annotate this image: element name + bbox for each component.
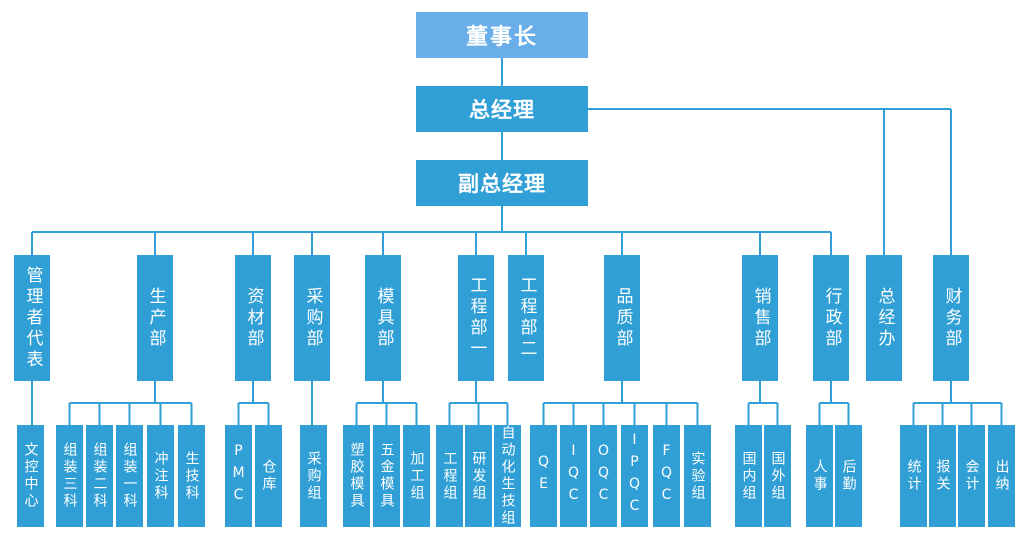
department-box: 采购部 bbox=[294, 255, 330, 381]
team-label: 出纳 bbox=[993, 459, 1010, 493]
team-box: 文控中心 bbox=[17, 425, 44, 527]
team-label: 文控中心 bbox=[22, 442, 39, 510]
deputy-general-manager-box: 副总经理 bbox=[416, 160, 588, 206]
team-box: 统计 bbox=[900, 425, 927, 527]
team-box: 人事 bbox=[806, 425, 833, 527]
team-box: 冲注科 bbox=[147, 425, 174, 527]
team-label: OQC bbox=[595, 443, 612, 509]
team-label: 人事 bbox=[811, 459, 828, 493]
team-label: 组装二科 bbox=[91, 442, 108, 510]
team-label: 后勤 bbox=[840, 459, 857, 493]
department-box: 管理者代表 bbox=[14, 255, 50, 381]
department-box: 财务部 bbox=[933, 255, 969, 381]
team-label: 统计 bbox=[905, 459, 922, 493]
chairman-label: 董事长 bbox=[465, 25, 538, 50]
department-box: 工程部一 bbox=[458, 255, 494, 381]
team-label: 工程组 bbox=[441, 450, 458, 502]
team-box: 自动化生技组 bbox=[494, 425, 521, 527]
team-box: 仓库 bbox=[255, 425, 282, 527]
team-label: 研发组 bbox=[470, 450, 487, 502]
team-box: 组装一科 bbox=[116, 425, 143, 527]
deputy-general-manager-label: 副总经理 bbox=[458, 172, 546, 196]
team-label: 塑胶模具 bbox=[348, 442, 365, 510]
general-manager-box: 总经理 bbox=[416, 86, 588, 132]
team-box: 塑胶模具 bbox=[343, 425, 370, 527]
team-label: PMC bbox=[230, 443, 247, 509]
team-box: 采购组 bbox=[300, 425, 327, 527]
team-box: 后勤 bbox=[835, 425, 862, 527]
team-label: 组装三科 bbox=[61, 442, 78, 510]
team-label: 国内组 bbox=[740, 450, 757, 502]
team-box: 组装二科 bbox=[86, 425, 113, 527]
team-label: FQC bbox=[658, 443, 675, 509]
team-label: 会计 bbox=[963, 459, 980, 493]
team-box: 会计 bbox=[958, 425, 985, 527]
team-label: 实验组 bbox=[689, 450, 706, 502]
team-label: 仓库 bbox=[260, 459, 277, 493]
team-box: FQC bbox=[653, 425, 680, 527]
team-box: 五金模具 bbox=[373, 425, 400, 527]
department-label: 财务部 bbox=[941, 286, 962, 350]
team-box: 报关 bbox=[929, 425, 956, 527]
department-box: 品质部 bbox=[604, 255, 640, 381]
team-label: IPQC bbox=[626, 432, 643, 520]
team-label: 加工组 bbox=[408, 450, 425, 502]
team-box: PMC bbox=[225, 425, 252, 527]
team-box: 出纳 bbox=[988, 425, 1015, 527]
department-label: 工程部一 bbox=[466, 276, 487, 360]
department-box: 销售部 bbox=[742, 255, 778, 381]
team-label: 国外组 bbox=[769, 450, 786, 502]
team-box: 国外组 bbox=[764, 425, 791, 527]
team-box: IPQC bbox=[621, 425, 648, 527]
department-label: 生产部 bbox=[145, 286, 166, 350]
team-label: 组装一科 bbox=[121, 442, 138, 510]
general-manager-label: 总经理 bbox=[469, 98, 535, 122]
team-box: IQC bbox=[560, 425, 587, 527]
team-label: 报关 bbox=[934, 459, 951, 493]
team-label: 自动化生技组 bbox=[499, 425, 516, 527]
team-box: 生技科 bbox=[178, 425, 205, 527]
department-label: 销售部 bbox=[750, 286, 771, 350]
team-label: 冲注科 bbox=[152, 450, 169, 502]
team-box: 加工组 bbox=[403, 425, 430, 527]
team-box: 组装三科 bbox=[56, 425, 83, 527]
team-label: 生技科 bbox=[183, 450, 200, 502]
team-label: QE bbox=[535, 454, 552, 498]
team-label: 采购组 bbox=[305, 450, 322, 502]
department-label: 管理者代表 bbox=[22, 265, 43, 371]
department-label: 总经办 bbox=[874, 286, 895, 350]
team-label: IQC bbox=[565, 443, 582, 509]
department-box: 行政部 bbox=[813, 255, 849, 381]
department-label: 行政部 bbox=[821, 286, 842, 350]
chairman-box: 董事长 bbox=[416, 12, 588, 58]
team-label: 五金模具 bbox=[378, 442, 395, 510]
department-label: 品质部 bbox=[612, 286, 633, 350]
department-label: 模具部 bbox=[373, 286, 394, 350]
department-label: 工程部二 bbox=[516, 276, 537, 360]
team-box: 实验组 bbox=[684, 425, 711, 527]
team-box: 国内组 bbox=[735, 425, 762, 527]
department-box: 资材部 bbox=[235, 255, 271, 381]
team-box: 工程组 bbox=[436, 425, 463, 527]
department-box: 生产部 bbox=[137, 255, 173, 381]
department-label: 采购部 bbox=[302, 286, 323, 350]
team-box: OQC bbox=[590, 425, 617, 527]
department-box: 工程部二 bbox=[508, 255, 544, 381]
team-box: 研发组 bbox=[465, 425, 492, 527]
department-box: 模具部 bbox=[365, 255, 401, 381]
team-box: QE bbox=[530, 425, 557, 527]
department-box: 总经办 bbox=[866, 255, 902, 381]
department-label: 资材部 bbox=[243, 286, 264, 350]
